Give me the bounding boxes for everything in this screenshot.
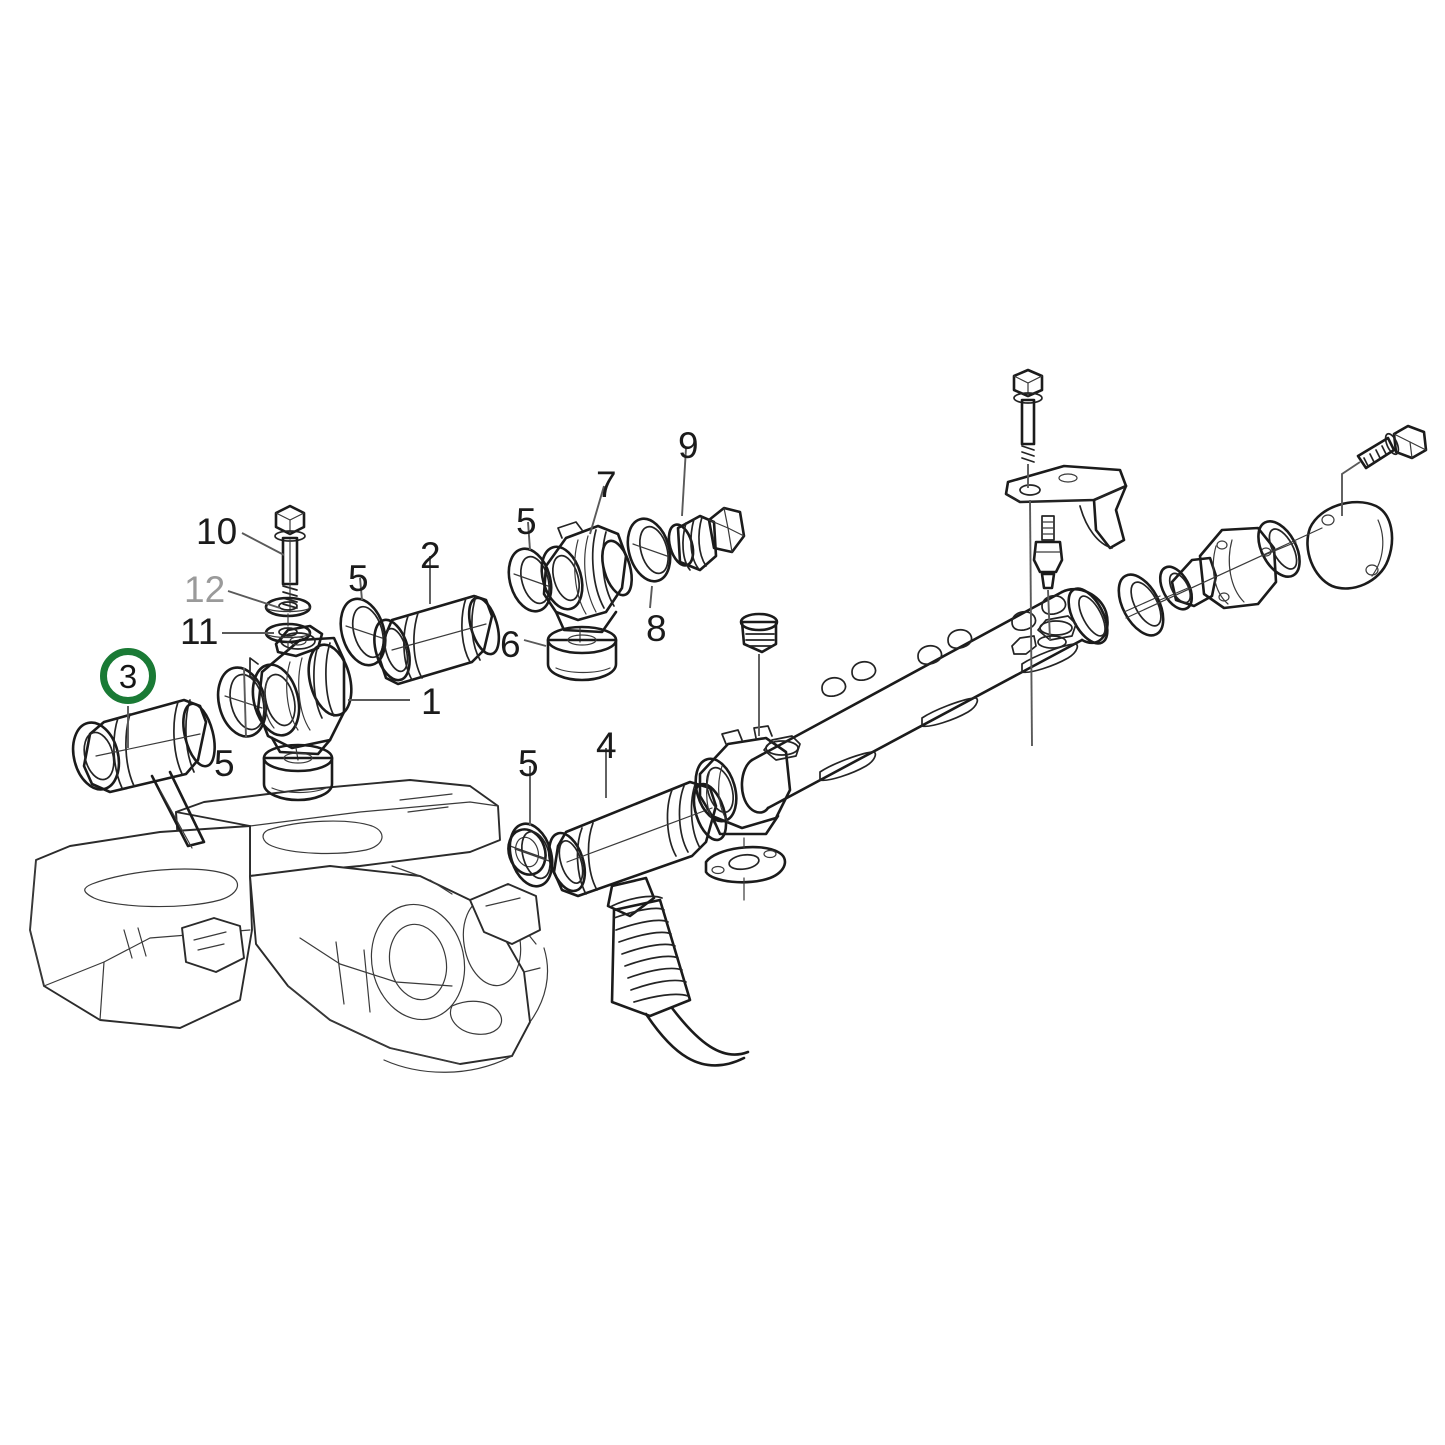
part-5-o-ring-b bbox=[339, 597, 387, 667]
callout-label-5-d[interactable]: 5 bbox=[518, 743, 539, 784]
coolant-temperature-sensor bbox=[1032, 515, 1067, 649]
highlighted-part-badge-3[interactable]: 3 bbox=[100, 648, 156, 704]
part-4-coolant-pipe-long bbox=[547, 780, 728, 918]
rail-end-o-ring bbox=[1117, 573, 1165, 637]
callout-leader-lines bbox=[127, 447, 687, 826]
oval-gasket-two-hole bbox=[704, 837, 787, 901]
part-6-rubber-grommet-b bbox=[546, 625, 618, 682]
part-5-o-ring-c bbox=[507, 547, 553, 613]
callout-label-6[interactable]: 6 bbox=[500, 624, 521, 665]
bracket-long-bolt bbox=[1012, 368, 1044, 747]
part-2-coolant-pipe-short bbox=[373, 594, 501, 686]
part-6-rubber-grommet-a bbox=[262, 743, 334, 802]
part-3-coolant-pipe-outlet bbox=[71, 698, 216, 849]
callout-label-9[interactable]: 9 bbox=[678, 425, 699, 466]
pump-cover-gasket bbox=[1257, 520, 1301, 578]
main-coolant-rail-gallery bbox=[740, 587, 1109, 814]
callout-label-5-c[interactable]: 5 bbox=[214, 743, 235, 784]
callout-label-8[interactable]: 8 bbox=[646, 608, 667, 649]
part-1-water-pipe-tee-housing bbox=[249, 624, 353, 761]
callout-label-11[interactable]: 11 bbox=[180, 611, 219, 652]
part-5-o-ring-a bbox=[216, 666, 268, 738]
callout-label-5-a[interactable]: 5 bbox=[348, 558, 369, 599]
flexible-corrugated-hose bbox=[610, 895, 750, 1067]
part-12-washer-upper bbox=[264, 596, 312, 618]
rail-lower-slots bbox=[819, 643, 1079, 782]
cover-plate-bolt bbox=[1125, 424, 1428, 619]
callout-label-4[interactable]: 4 bbox=[596, 725, 617, 766]
part-9-screw-plug bbox=[667, 506, 746, 572]
engine-block-outline bbox=[29, 779, 549, 1073]
callout-label-2[interactable]: 2 bbox=[420, 535, 441, 576]
callout-label-7[interactable]: 7 bbox=[596, 464, 617, 505]
callout-label-12[interactable]: 12 bbox=[184, 569, 226, 610]
water-pump-housing bbox=[1158, 526, 1278, 611]
part-10-flange-bolt bbox=[274, 504, 306, 613]
rail-drain-plug bbox=[739, 612, 779, 736]
part-7-thermostat-housing-elbow bbox=[540, 521, 633, 643]
rail-nipple-bosses bbox=[821, 594, 1067, 698]
callout-label-10[interactable]: 10 bbox=[196, 511, 238, 552]
callout-label-5-b[interactable]: 5 bbox=[516, 501, 537, 542]
rail-inlet-tee-housing bbox=[694, 725, 792, 836]
callout-label-1[interactable]: 1 bbox=[421, 681, 442, 722]
part-8-o-ring-plug-seal bbox=[626, 517, 672, 583]
pump-cover-plate bbox=[1306, 500, 1394, 590]
rail-mounting-bracket bbox=[1004, 464, 1128, 550]
